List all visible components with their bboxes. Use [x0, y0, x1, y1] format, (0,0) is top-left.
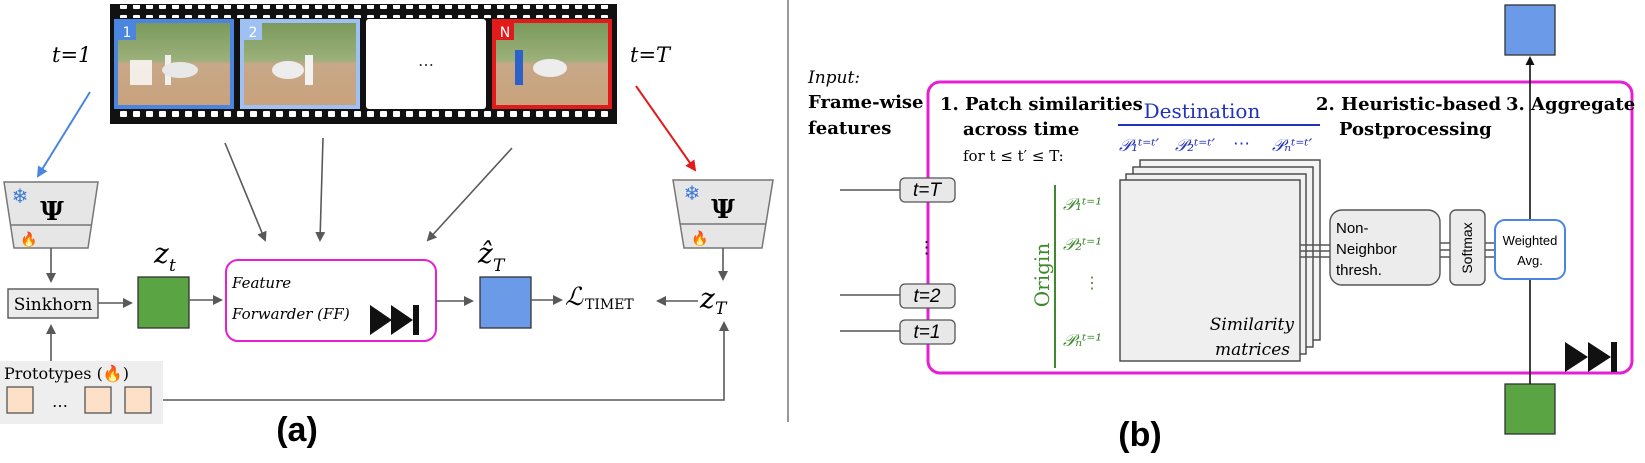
- frame-wise-label-1: Frame-wise: [808, 92, 924, 113]
- origin-patch-ellipsis: ⋮: [1084, 273, 1100, 292]
- svg-text:ẑ: ẑ: [477, 237, 493, 270]
- svg-text:Similarity: Similarity: [1210, 315, 1295, 335]
- frame-2-number: 2: [249, 25, 258, 41]
- svg-text:TIMET: TIMET: [585, 297, 634, 313]
- svg-text:Softmax: Softmax: [1459, 222, 1475, 273]
- tT-to-encoder-arrow: [635, 85, 697, 172]
- step2-line2: Postprocessing: [1339, 119, 1492, 140]
- pipeline-container: [926, 80, 1634, 375]
- z-T-label: z T: [699, 282, 728, 319]
- svg-text:Neighbor: Neighbor: [1336, 241, 1397, 258]
- svg-text:Non-: Non-: [1336, 220, 1369, 237]
- svg-text:t=2: t=2: [914, 286, 941, 307]
- svg-text:z: z: [153, 237, 169, 270]
- svg-text:z: z: [699, 282, 715, 315]
- dest-patch-1: 𝒫₁ᵗ⁼ᵗ′: [1119, 136, 1159, 156]
- fast-forward-icon: [1565, 342, 1617, 372]
- tT-label: t=T: [630, 43, 672, 67]
- step1-line3: for t ≤ t′ ≤ T:: [963, 147, 1064, 165]
- svg-text:t: t: [169, 256, 176, 276]
- svg-text:t=T: t=T: [913, 180, 942, 201]
- t1-label: t=1: [52, 43, 91, 67]
- input-label: Input:: [807, 68, 860, 88]
- non-neighbor-thresh-box: Non- Neighbor thresh.: [1329, 209, 1441, 286]
- psi-symbol: Ψ: [40, 197, 64, 227]
- film-strip: 1 2 … N: [110, 4, 617, 124]
- svg-text:Forwarder (FF): Forwarder (FF): [231, 305, 350, 323]
- svg-text:Weighted: Weighted: [1503, 233, 1558, 248]
- z-t-label: z t: [153, 237, 176, 276]
- time-tag-ellipsis: ⋮: [918, 238, 935, 258]
- svg-text:thresh.: thresh.: [1336, 262, 1382, 279]
- svg-text:ℒ: ℒ: [565, 282, 584, 311]
- frame-to-ff-arrow: [224, 142, 267, 242]
- origin-patch-2: 𝒫₂ᵗ⁼¹: [1063, 235, 1102, 255]
- frame-to-ff-arrow: [426, 147, 513, 242]
- snowflake-icon: ❄: [12, 184, 29, 208]
- panel-a: 1 2 … N t=1: [0, 4, 774, 449]
- origin-patch-1: 𝒫₁ᵗ⁼¹: [1063, 195, 1102, 215]
- feature-forwarder-box: Feature Forwarder (FF): [225, 259, 437, 342]
- frame-to-ff-arrow: [315, 137, 326, 242]
- prototypes-label: Prototypes (🔥): [4, 364, 129, 383]
- svg-text:…: …: [52, 392, 68, 411]
- svg-text:T: T: [715, 299, 728, 319]
- frame-1: 1: [114, 19, 234, 109]
- prototypes-group: Prototypes (🔥) …: [0, 361, 163, 424]
- time-tag-2: [899, 283, 956, 309]
- similarity-matrices: Similarity matrices: [1119, 159, 1321, 362]
- prototype-square: [84, 386, 112, 414]
- origin-label: Origin: [1030, 243, 1054, 308]
- prototypes-to-zT-arrow: [163, 321, 729, 401]
- panel-b-label: (b): [1118, 416, 1161, 454]
- time-tag-1: [899, 319, 956, 345]
- prototype-square: [6, 386, 34, 414]
- svg-text:matrices: matrices: [1215, 340, 1290, 360]
- dest-patch-n: 𝒫ₙᵗ⁼ᵗ′: [1272, 136, 1313, 156]
- fire-icon: 🔥: [20, 231, 37, 248]
- dest-patch-ellipsis: ⋯: [1233, 134, 1250, 154]
- frame-ellipsis: …: [366, 19, 486, 109]
- destination-label: Destination: [1144, 99, 1261, 123]
- weighted-avg-box: Weighted Avg.: [1494, 219, 1566, 280]
- step1-line1: 1. Patch similarities: [940, 94, 1143, 115]
- snowflake-icon: ❄: [684, 181, 701, 205]
- frame-n-number: N: [500, 25, 510, 41]
- svg-text:Avg.: Avg.: [1517, 253, 1543, 268]
- step3-label: 3. Aggregate: [1506, 94, 1635, 115]
- frame-n: N: [492, 19, 612, 109]
- frame-wise-label-2: features: [808, 118, 891, 139]
- svg-text:t=1: t=1: [914, 322, 941, 343]
- encoder-left: ❄ Ψ 🔥: [3, 181, 99, 249]
- psi-symbol: Ψ: [711, 195, 735, 225]
- step1-line2: across time: [963, 119, 1079, 140]
- zhat-T-label: ẑ T: [477, 237, 506, 276]
- loss-label: ℒ TIMET: [565, 282, 634, 313]
- sinkhorn-box: Sinkhorn: [7, 288, 99, 319]
- svg-text:T: T: [493, 256, 506, 276]
- time-tag-T: [899, 177, 956, 203]
- svg-text:Feature: Feature: [231, 274, 291, 292]
- origin-patch-n: 𝒫ₙᵗ⁼¹: [1063, 331, 1102, 351]
- z-t-block: [137, 276, 190, 329]
- svg-text:…: …: [418, 51, 434, 70]
- t1-to-encoder-arrow: [36, 91, 91, 178]
- prototype-square: [124, 386, 152, 414]
- zhat-T-block: [479, 276, 532, 329]
- input-block: [1504, 383, 1556, 435]
- frame-2: 2: [240, 19, 360, 109]
- frame-1-number: 1: [123, 25, 132, 41]
- output-block: [1504, 4, 1556, 56]
- encoder-right: ❄ Ψ 🔥: [672, 179, 774, 249]
- svg-text:Sinkhorn: Sinkhorn: [14, 295, 93, 315]
- panel-b: Input: Frame-wise features 1. Patch simi…: [807, 4, 1635, 454]
- fire-icon: 🔥: [691, 230, 708, 247]
- dest-patch-2: 𝒫₂ᵗ⁼ᵗ′: [1175, 136, 1215, 156]
- panel-a-label: (a): [276, 411, 318, 449]
- fast-forward-icon: [370, 305, 419, 335]
- softmax-box: Softmax: [1449, 209, 1486, 286]
- step2-line1: 2. Heuristic-based: [1316, 94, 1501, 115]
